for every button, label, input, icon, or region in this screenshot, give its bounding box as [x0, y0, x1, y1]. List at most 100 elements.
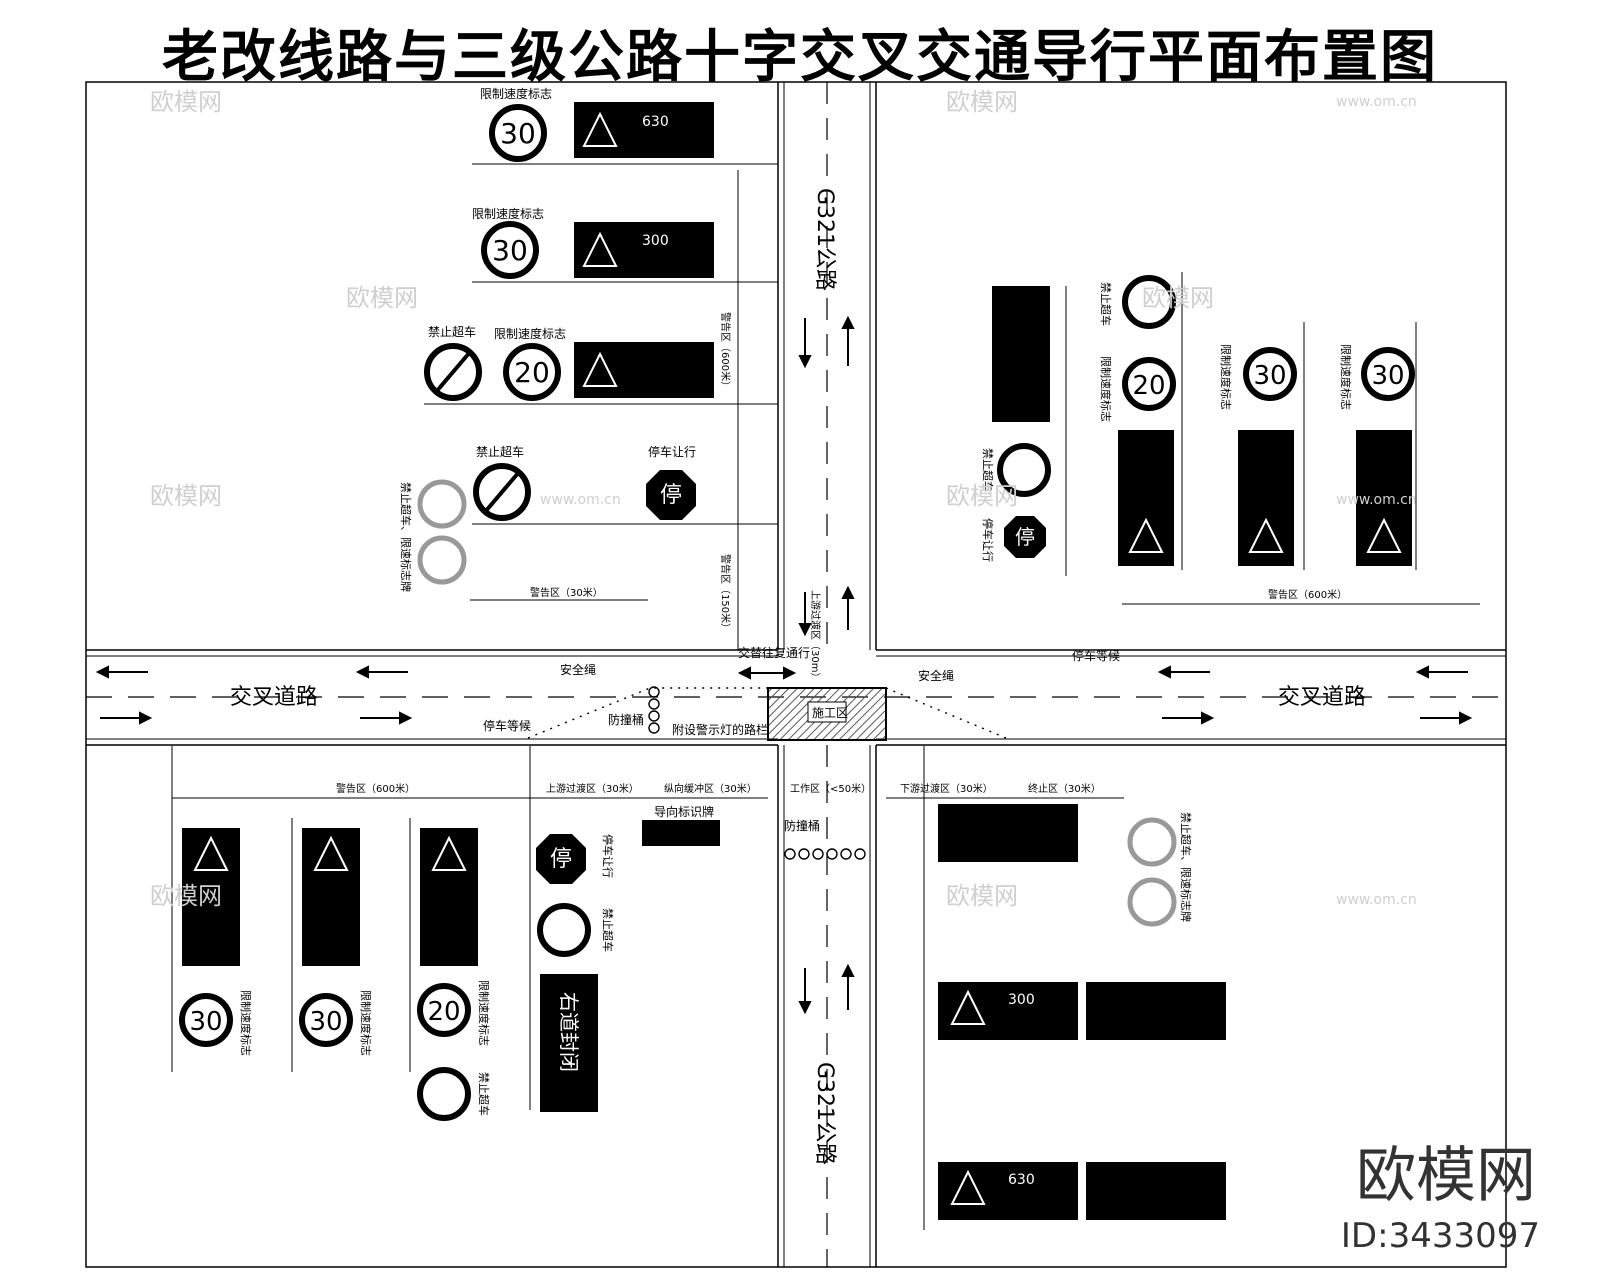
- zone-buffer: 纵向缓冲区（30米）: [664, 782, 757, 795]
- grey-no-overtake-sign-br: [1127, 817, 1177, 867]
- triangle-icon: [582, 111, 618, 147]
- distance-630: 630: [642, 114, 669, 130]
- stop-wait-label-left: 停车等候: [483, 718, 531, 733]
- speed-sign-label-tr: 限制速度标志: [1099, 356, 1113, 422]
- speed-sign-label-3: 限制速度标志: [494, 326, 566, 341]
- speed-20-value-bl: 20: [427, 997, 460, 1027]
- zone-warning-600-bl: 警告区（600米）: [336, 782, 415, 795]
- warning-panel-3: [574, 342, 714, 398]
- warning-panel-2: [574, 222, 714, 278]
- bottom-left-signs: 警告区（600米） 上游过渡区（30米） 纵向缓冲区（30米） 工作区（<50米…: [171, 746, 871, 1121]
- triangle-icon-bl: [193, 835, 229, 871]
- speed-30-value: 30: [500, 117, 536, 150]
- watermark-brand-8: 欧模网: [946, 882, 1018, 910]
- speed-limit-30-sign-tr: [1243, 347, 1297, 401]
- detour-sign-text: 右道封闭: [557, 992, 581, 1072]
- watermark-brand-7: 欧模网: [150, 882, 222, 910]
- no-overtake-label-tr: 禁止超车: [1099, 282, 1113, 326]
- triangle-icon-3: [582, 351, 618, 387]
- page-title: 老改线路与三级公路十字交叉交通导行平面布置图: [162, 25, 1438, 90]
- drawing-frame: [85, 81, 1507, 1268]
- barrier-label-bottom: 防撞桶: [784, 818, 820, 833]
- cross-road-label-right: 交叉道路: [1278, 685, 1366, 710]
- watermark-brand-4: 欧模网: [1142, 284, 1214, 312]
- safety-rope: [527, 687, 1007, 739]
- detour-panel: [992, 286, 1050, 422]
- zone-warning-600-tr: 警告区（600米）: [1268, 588, 1347, 601]
- no-overtake-slash: [434, 350, 472, 394]
- brand-logo-text: 欧模网: [1356, 1141, 1536, 1211]
- no-overtake-sign-tr: [1122, 275, 1176, 329]
- safety-rope-label-right: 安全绳: [918, 668, 954, 683]
- no-overtake-sign-bl-2: [537, 903, 591, 957]
- no-overtake-label-bl: 禁止超车: [477, 1072, 491, 1116]
- no-overtake-label: 禁止超车: [428, 324, 476, 339]
- grey-speed-sign: [417, 479, 467, 529]
- info-panel-br: [1086, 982, 1226, 1040]
- guide-sign-panel: [642, 820, 720, 846]
- watermark-url: www.om.cn: [1336, 94, 1417, 110]
- watermark-url-4: www.om.cn: [1336, 892, 1417, 908]
- speed-sign-label-tr-2: 限制速度标志: [1219, 344, 1233, 410]
- zone-termination: 终止区（30米）: [1028, 782, 1101, 795]
- cross-road-arrows: [95, 665, 1473, 725]
- distance-630-br: 630: [1008, 1172, 1035, 1188]
- no-overtake-label-tr-2: 禁止超车: [981, 448, 995, 492]
- g321-arrows: [798, 315, 855, 1015]
- stop-sign-tr: [1004, 516, 1046, 558]
- stop-sign-bl: [536, 834, 586, 884]
- triangle-icon-tr: [1128, 517, 1164, 553]
- warning-panel-br: [938, 804, 1078, 862]
- watermark-brand: 欧模网: [150, 88, 222, 116]
- watermark-url-2: www.om.cn: [540, 492, 621, 508]
- distance-300-br: 300: [1008, 992, 1035, 1008]
- warning-panel-br-2: [938, 982, 1078, 1040]
- stop-glyph-bl: 停: [550, 847, 572, 872]
- watermark-url-3: www.om.cn: [1336, 492, 1417, 508]
- barrier-buckets-left: [648, 686, 660, 734]
- stop-glyph: 停: [660, 483, 682, 508]
- g321-label-top: G321公路: [812, 188, 837, 291]
- warning-panel-tr-2: [1238, 430, 1294, 566]
- triangle-icon-tr-3: [1366, 517, 1402, 553]
- speed-limit-30-sign-2: [481, 221, 539, 279]
- stop-sign: [646, 470, 696, 520]
- guide-sign-label: 导向标识牌: [654, 804, 714, 819]
- speed-30-value-bl: 30: [189, 1007, 222, 1037]
- triangle-icon-bl-3: [431, 835, 467, 871]
- warning-panel-bl-3: [420, 828, 478, 966]
- warning-panel-tr-3: [1356, 430, 1412, 566]
- speed-30-value-tr-2: 30: [1371, 361, 1404, 391]
- watermark-brand-2: 欧模网: [946, 88, 1018, 116]
- triangle-icon-tr-2: [1248, 517, 1284, 553]
- no-overtake-sign-tr-2: [997, 443, 1051, 497]
- zone-work: 工作区（<50米）: [790, 782, 871, 795]
- zone-upstream: 上游过渡区（30米）: [546, 782, 639, 795]
- distance-300: 300: [642, 233, 669, 249]
- speed-limit-20-sign-tr: [1122, 357, 1176, 411]
- no-overtake-speed-label: 禁止超车、限速标志牌: [399, 482, 413, 592]
- brand-id: ID:3433097: [1340, 1216, 1540, 1256]
- speed-limit-30-sign-bl-2: [299, 993, 353, 1047]
- watermark-brand-3: 欧模网: [346, 284, 418, 312]
- warning-panel-br-3: [938, 1162, 1078, 1220]
- g321-label-bottom: G321公路: [812, 1062, 837, 1165]
- speed-20-value-tr: 20: [1132, 371, 1165, 401]
- warning-panel-bl: [182, 828, 240, 966]
- work-zone-label: 施工区: [812, 706, 848, 720]
- triangle-icon-br: [950, 989, 986, 1025]
- speed-sign-label-tr-3: 限制速度标志: [1339, 344, 1353, 410]
- no-overtake-label-bl-2: 禁止超车: [601, 908, 615, 952]
- grey-no-overtake-sign: [417, 535, 467, 585]
- no-overtake-slash-2: [483, 470, 521, 514]
- stop-yield-label-bl: 停车让行: [601, 834, 615, 878]
- speed-sign-label: 限制速度标志: [480, 86, 552, 101]
- zone-warning-30: 警告区（30米）: [530, 586, 603, 599]
- triangle-icon-2: [582, 231, 618, 267]
- zone-vertical-600: 警告区（600米）: [719, 312, 732, 391]
- speed-limit-20-sign: [503, 343, 561, 401]
- stop-wait-label-right: 停车等候: [1072, 648, 1120, 663]
- top-right-signs: 20 30 30 停 禁止超车 限制速度标志 限制速度标志 限制速度标志 禁止超…: [981, 272, 1480, 605]
- safety-rope-label-left: 安全绳: [560, 662, 596, 677]
